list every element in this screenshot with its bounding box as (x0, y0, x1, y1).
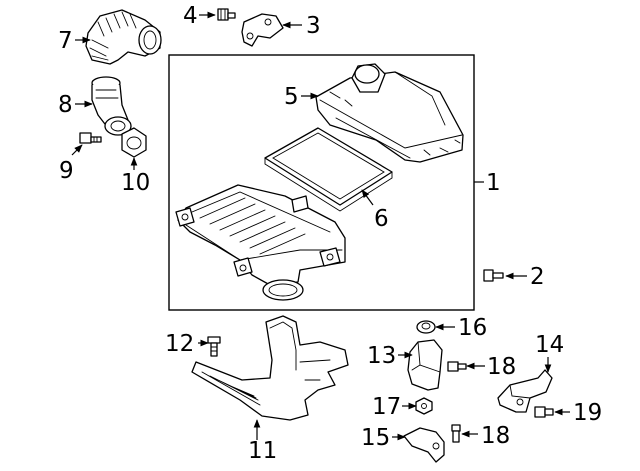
callout-9: 9 (59, 158, 74, 184)
bolt-part-9 (79, 132, 102, 144)
callout-7: 7 (58, 28, 73, 54)
callout-19: 19 (573, 400, 602, 426)
filter-element (264, 127, 393, 212)
callout-labels: 1 2 3 4 5 6 7 8 9 10 11 12 13 14 15 16 1… (58, 3, 602, 464)
callout-17: 17 (372, 394, 401, 420)
bolt-part-2 (483, 269, 504, 282)
bolt-part-18-lower (451, 424, 461, 443)
screw-part-12 (207, 336, 221, 357)
bolt-part-4 (217, 8, 236, 21)
intake-duct-part-7 (85, 9, 162, 65)
callout-11: 11 (248, 438, 277, 464)
callout-14: 14 (535, 332, 564, 358)
callout-16: 16 (458, 315, 487, 341)
gasket-part-10 (121, 127, 147, 158)
callout-18-upper: 18 (487, 354, 516, 380)
callout-4: 4 (183, 3, 198, 29)
callout-6: 6 (374, 206, 389, 232)
washer-part-16 (416, 320, 436, 334)
bracket-part-15 (403, 427, 445, 463)
bracket-part-14 (497, 369, 553, 413)
callout-15: 15 (361, 425, 390, 451)
air-cleaner-upper-cover (315, 63, 464, 163)
bolt-part-19 (534, 406, 554, 418)
intake-pipe-part-8 (91, 76, 132, 136)
callout-13: 13 (367, 343, 396, 369)
callout-18-lower: 18 (481, 423, 510, 449)
mount-block-part-13 (407, 339, 443, 391)
callout-8: 8 (58, 92, 73, 118)
leader-lines (71, 11, 570, 441)
callout-10: 10 (121, 170, 150, 196)
air-cleaner-lower-case (175, 184, 346, 301)
bracket-part-3 (241, 13, 284, 47)
callout-5: 5 (284, 84, 299, 110)
callout-3: 3 (306, 13, 321, 39)
assembly-frame (168, 54, 484, 311)
bolt-part-18-upper (447, 361, 467, 372)
callout-1: 1 (486, 170, 501, 196)
callout-2: 2 (530, 264, 545, 290)
nut-part-17 (415, 397, 433, 415)
callout-12: 12 (165, 331, 194, 357)
air-guide-part-11 (191, 315, 349, 421)
